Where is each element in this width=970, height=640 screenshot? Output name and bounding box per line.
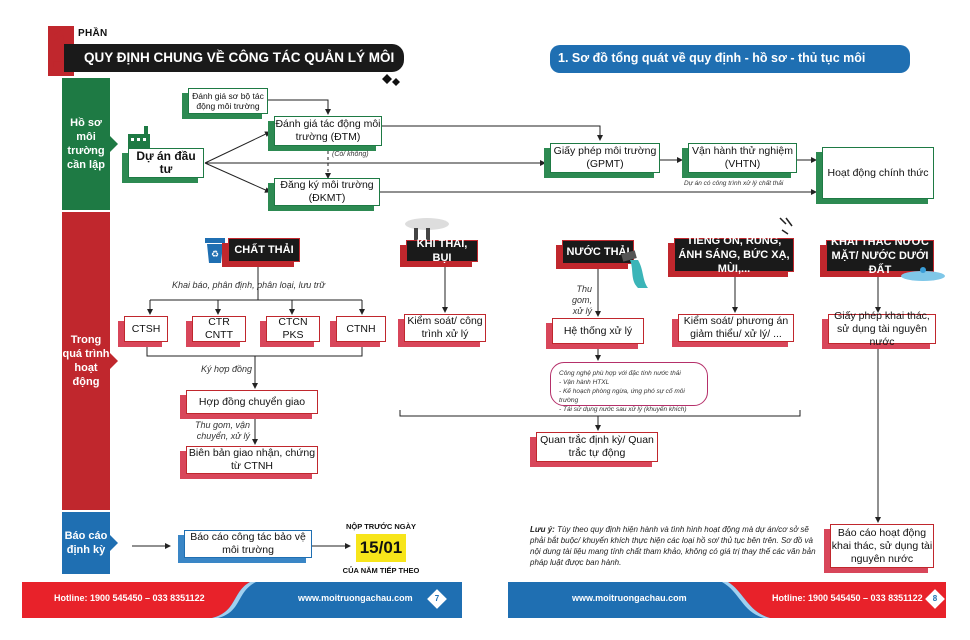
part-label: PHẦN — [78, 28, 108, 39]
project-box: Dự án đầu tư — [128, 148, 204, 178]
wastewater-collect-label: Thu gom, xử lý — [571, 284, 592, 316]
emission-control-box: Kiểm soát/ công trình xử lý — [404, 314, 486, 342]
waste-type-ctcn-pks: CTCN PKS — [266, 316, 320, 342]
website-link[interactable]: www.moitruongachau.com — [298, 593, 413, 603]
dtm-box: Đánh giá tác động môi trường (ĐTM) — [274, 116, 382, 146]
env-protection-report-box: Báo cáo công tác bảo vệ môi trường — [184, 530, 312, 558]
footer-right-background — [508, 582, 946, 618]
page-number-badge: 8 — [925, 589, 945, 609]
transfer-contract-box: Hợp đồng chuyển giao — [186, 390, 318, 414]
section-label-reports: Báo cáo định kỳ — [62, 512, 118, 574]
disclaimer-note: Lưu ý: Tùy theo quy định hiện hành và tì… — [530, 524, 820, 568]
sign-contract-label: Ký hợp đồng — [201, 364, 252, 374]
footer-right: www.moitruongachau.com Hotline: 1900 545… — [508, 582, 946, 618]
note-line: - Kế hoạch phòng ngừa, ứng phó sự cố môi… — [559, 388, 685, 404]
dkmt-box: Đăng ký môi trường (ĐKMT) — [274, 178, 380, 206]
recycle-bin-icon: ♻ — [205, 238, 225, 263]
vhtn-note: Dự án có công trình xử lý chất thải — [684, 180, 784, 187]
water-permit-box: Giấy phép khai thác, sử dụng tài nguyên … — [828, 310, 936, 348]
gpmt-box: Giấy phép môi trường (GPMT) — [550, 143, 660, 173]
footer-left-background — [22, 582, 462, 618]
vhtn-box: Vận hành thử nghiệm (VHTN) — [688, 143, 797, 173]
treatment-system-box: Hệ thống xử lý — [552, 318, 644, 344]
handover-record-box: Biên bản giao nhận, chứng từ CTNH — [186, 446, 318, 474]
wastewater-header: NƯỚC THẢI — [562, 240, 634, 264]
section-title: 1. Sơ đồ tổng quát về quy định - hồ sơ -… — [550, 45, 910, 91]
hotline-text: Hotline: 1900 545450 – 033 8351122 — [772, 593, 923, 603]
smoke-icon — [405, 218, 449, 240]
monitoring-box: Quan trắc định kỳ/ Quan trắc tự động — [536, 432, 658, 462]
note-line: - Vận hành HTXL — [559, 379, 610, 386]
svg-text:♻: ♻ — [211, 249, 219, 259]
note-label: Lưu ý: — [530, 525, 555, 534]
next-year-label: CỦA NĂM TIẾP THEO — [342, 566, 420, 575]
page-number: 8 — [932, 594, 938, 603]
water-report-box: Báo cáo hoạt động khai thác, sử dụng tài… — [830, 524, 934, 568]
page-number-badge: 7 — [427, 589, 447, 609]
section-label-operation: Trong quá trình hoạt động — [62, 212, 118, 510]
waste-header: CHẤT THẢI — [228, 238, 300, 262]
collect-transport-label: Thu gom, vận chuyển, xử lý — [194, 420, 250, 441]
waste-type-ctr-cntt: CTR CNTT — [192, 316, 246, 342]
factory-icon — [128, 126, 150, 148]
hotline-text: Hotline: 1900 545450 – 033 8351122 — [54, 593, 205, 603]
footer-left: Hotline: 1900 545450 – 033 8351122 www.m… — [22, 582, 462, 618]
yes-no-label: (Có/ không) — [332, 151, 369, 158]
emission-header: KHÍ THẢI, BỤI — [406, 238, 478, 264]
submit-before-label: NỘP TRƯỚC NGÀY — [346, 522, 416, 531]
diamond-icon — [382, 74, 400, 86]
wastewater-notes: Công nghệ phù hợp với đặc tính nước thải… — [550, 362, 708, 413]
noise-control-box: Kiểm soát/ phương án giảm thiểu/ xử lý/ … — [678, 314, 794, 342]
page-number: 7 — [434, 594, 440, 603]
preliminary-assessment-box: Đánh giá sơ bộ tác động môi trường — [188, 88, 268, 114]
water-use-header: KHAI THÁC NƯỚC MẶT/ NƯỚC DƯỚI ĐẤT — [826, 236, 934, 276]
official-operation-box: Hoạt động chính thức — [822, 147, 934, 199]
noise-header: TIẾNG ỒN, RUNG, ÁNH SÁNG, BỨC XẠ, MÙI,..… — [674, 235, 794, 275]
deadline-date: 15/01 — [356, 534, 406, 562]
lightning-icon — [779, 217, 793, 235]
waste-type-ctnh: CTNH — [336, 316, 386, 342]
website-link[interactable]: www.moitruongachau.com — [572, 593, 687, 603]
water-drop-icon — [901, 267, 945, 281]
section-label-records: Hồ sơ môi trường cần lập — [62, 78, 118, 210]
note-line: - Tái sử dụng nước sau xử lý (khuyến khí… — [559, 406, 687, 413]
note-line: Công nghệ phù hợp với đặc tính nước thải — [559, 370, 681, 377]
page-title: QUY ĐỊNH CHUNG VỀ CÔNG TÁC QUẢN LÝ MÔI T… — [64, 44, 404, 93]
waste-type-ctsh: CTSH — [124, 316, 168, 342]
note-text: Tùy theo quy định hiện hành và tình hình… — [530, 525, 816, 567]
waste-declare-label: Khai báo, phân định, phân loại, lưu trữ — [172, 280, 326, 290]
pipe-water-icon — [621, 250, 648, 288]
